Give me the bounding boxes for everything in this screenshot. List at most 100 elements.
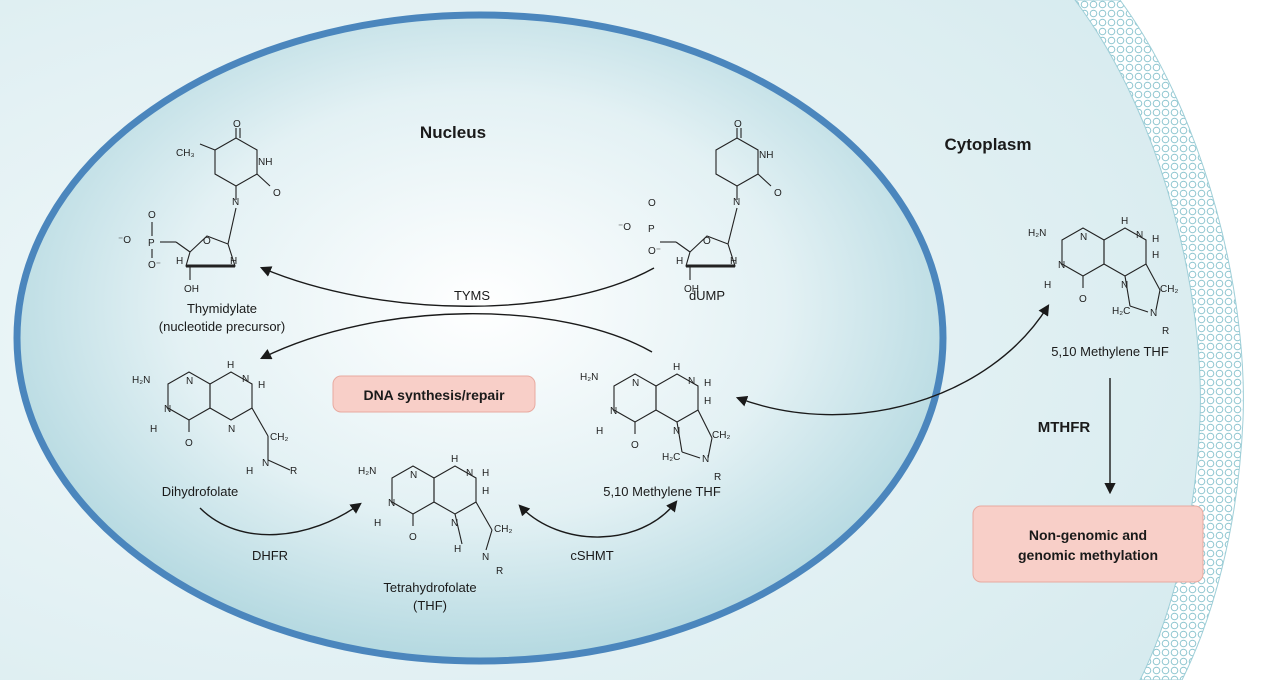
dhfr-arrow xyxy=(199,502,362,536)
svg-text:N: N xyxy=(1121,280,1128,291)
methylene-thf-cytoplasm-label: 5,10 Methylene THF xyxy=(1051,344,1169,359)
dhfr-label: DHFR xyxy=(252,548,288,563)
tyms-label: TYMS xyxy=(454,288,490,303)
tyms-arrow-to-thymidylate xyxy=(259,266,655,307)
svg-text:N: N xyxy=(1080,232,1087,243)
svg-text:H₂N: H₂N xyxy=(1028,228,1046,239)
nucleus-label: Nucleus xyxy=(420,123,486,142)
svg-text:H: H xyxy=(374,518,381,529)
svg-text:O⁻: O⁻ xyxy=(648,246,661,257)
svg-text:O: O xyxy=(631,440,639,451)
svg-text:H₂N: H₂N xyxy=(132,375,150,386)
svg-text:NH: NH xyxy=(759,150,773,161)
svg-text:R: R xyxy=(496,566,503,577)
svg-text:H: H xyxy=(482,468,489,479)
svg-text:CH₂: CH₂ xyxy=(712,430,730,441)
dna-synthesis-box xyxy=(332,375,536,413)
svg-text:O: O xyxy=(1079,294,1087,305)
dihydrofolate-label: Dihydrofolate xyxy=(162,484,239,499)
svg-text:H: H xyxy=(730,256,737,267)
svg-text:O: O xyxy=(648,198,656,209)
methylene-thf-nucleus-label: 5,10 Methylene THF xyxy=(603,484,721,499)
svg-text:O: O xyxy=(148,210,156,221)
svg-text:N: N xyxy=(186,376,193,387)
mthfr-label: MTHFR xyxy=(1038,419,1091,436)
svg-text:N: N xyxy=(242,374,249,385)
thf-label: Tetrahydrofolate xyxy=(383,580,476,595)
svg-text:N: N xyxy=(451,518,458,529)
svg-text:O: O xyxy=(703,236,711,247)
svg-text:N: N xyxy=(610,406,617,417)
svg-text:⁻O: ⁻O xyxy=(618,222,631,233)
dna-synthesis-label: DNA synthesis/repair xyxy=(363,387,505,403)
methylene-thf-cytoplasm-structure: H₂N N N H O H N H H N CH₂ H₂C N R xyxy=(1028,216,1178,337)
svg-text:O: O xyxy=(203,236,211,247)
svg-text:R: R xyxy=(1162,326,1169,337)
svg-text:H: H xyxy=(1044,280,1051,291)
svg-text:O: O xyxy=(185,438,193,449)
svg-text:N: N xyxy=(228,424,235,435)
svg-text:CH₃: CH₃ xyxy=(176,148,195,159)
svg-text:R: R xyxy=(714,472,721,483)
svg-text:H: H xyxy=(451,454,458,465)
svg-text:N: N xyxy=(688,376,695,387)
svg-text:N: N xyxy=(702,454,709,465)
svg-text:H: H xyxy=(1121,216,1128,227)
svg-text:H: H xyxy=(150,424,157,435)
svg-text:N: N xyxy=(1150,308,1157,319)
svg-text:H: H xyxy=(230,256,237,267)
dump-label: dUMP xyxy=(689,288,725,303)
svg-text:H: H xyxy=(176,256,183,267)
svg-text:H: H xyxy=(246,466,253,477)
svg-text:NH: NH xyxy=(258,157,272,168)
svg-text:H: H xyxy=(673,362,680,373)
svg-text:N: N xyxy=(262,458,269,469)
svg-text:⁻O: ⁻O xyxy=(118,235,131,246)
thymidylate-sublabel: (nucleotide precursor) xyxy=(159,319,285,334)
svg-text:CH₂: CH₂ xyxy=(270,432,288,443)
svg-text:N: N xyxy=(388,498,395,509)
cshmt-arrow xyxy=(518,500,678,538)
svg-text:N: N xyxy=(164,404,171,415)
svg-text:H: H xyxy=(258,380,265,391)
thf-structure: H₂N N N H O H N H H N CH₂ H N R xyxy=(358,454,512,577)
svg-text:P: P xyxy=(648,224,655,235)
svg-text:H: H xyxy=(704,396,711,407)
svg-text:H: H xyxy=(704,378,711,389)
svg-text:H: H xyxy=(1152,250,1159,261)
svg-text:OH: OH xyxy=(184,284,199,295)
svg-text:O: O xyxy=(774,188,782,199)
svg-text:O: O xyxy=(734,119,742,130)
thf-sublabel: (THF) xyxy=(413,598,447,613)
svg-text:H₂C: H₂C xyxy=(662,452,680,463)
svg-text:H₂N: H₂N xyxy=(358,466,376,477)
dihydrofolate-structure: H₂N N N H O H N H N CH₂ H N R xyxy=(132,360,297,477)
svg-text:O: O xyxy=(409,532,417,543)
svg-text:N: N xyxy=(410,470,417,481)
svg-text:N: N xyxy=(632,378,639,389)
svg-text:H₂N: H₂N xyxy=(580,372,598,383)
cytoplasm-label: Cytoplasm xyxy=(945,135,1032,154)
methylation-box xyxy=(972,505,1204,583)
svg-text:H: H xyxy=(227,360,234,371)
svg-text:H: H xyxy=(454,544,461,555)
svg-text:CH₂: CH₂ xyxy=(1160,284,1178,295)
methylene-exchange-arrow xyxy=(735,304,1050,416)
svg-text:N: N xyxy=(482,552,489,563)
methylation-label-line1: Non-genomic and xyxy=(1029,527,1147,543)
svg-text:N: N xyxy=(466,468,473,479)
thymidylate-label: Thymidylate xyxy=(187,301,257,316)
svg-text:O: O xyxy=(233,119,241,130)
svg-text:O⁻: O⁻ xyxy=(148,260,161,271)
svg-text:N: N xyxy=(733,197,740,208)
svg-text:H₂C: H₂C xyxy=(1112,306,1130,317)
svg-text:CH₂: CH₂ xyxy=(494,524,512,535)
svg-text:N: N xyxy=(1136,230,1143,241)
svg-text:H: H xyxy=(482,486,489,497)
thymidylate-structure: O NH O N CH₃ O OH H H P O O⁻ ⁻O xyxy=(118,119,281,295)
svg-text:H: H xyxy=(596,426,603,437)
tyms-arrow-to-dihydrofolate xyxy=(259,313,653,360)
methylene-thf-nucleus-structure: H₂N N N H O H N H H N CH₂ H₂C N R xyxy=(580,362,730,483)
